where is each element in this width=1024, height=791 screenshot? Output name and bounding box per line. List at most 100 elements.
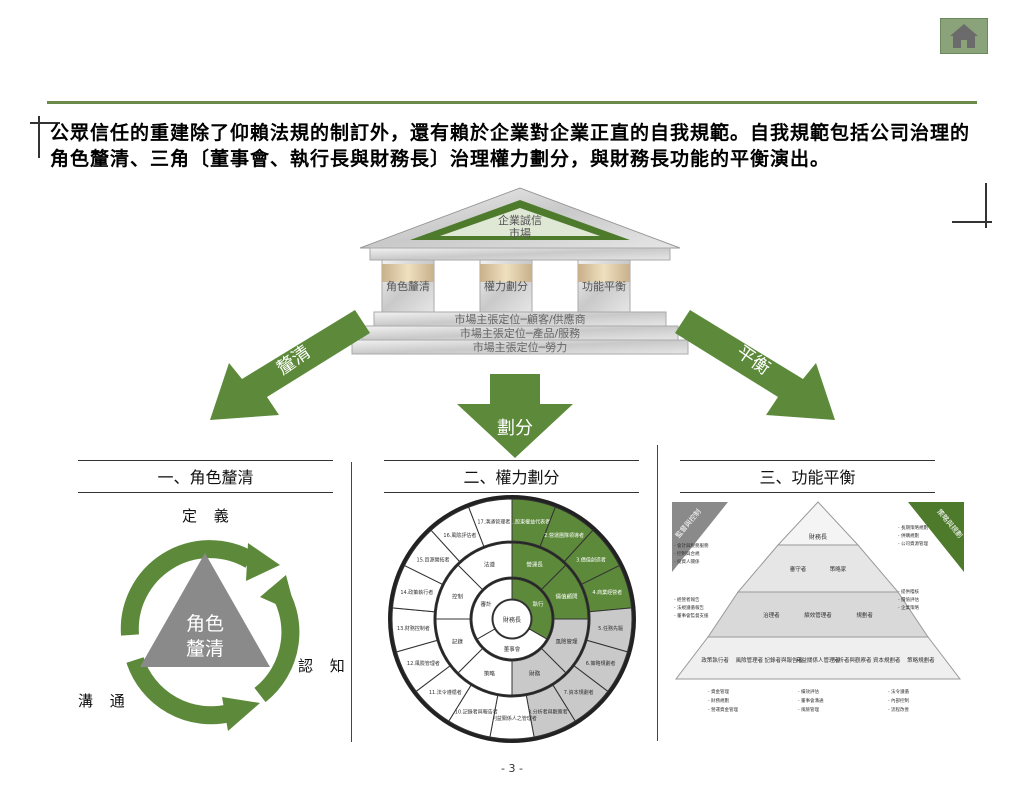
wheel-label-0-8: 9.利益關係人之管理者 [487, 715, 537, 722]
note-right-0: - 長期策略規劃 [898, 524, 929, 531]
pillar-label-1: 角色釐清 [386, 279, 430, 293]
divider-1 [351, 462, 352, 742]
wheel-label-2-2: 審計 [481, 600, 493, 608]
section-three-title: 三、功能平衡 [759, 468, 856, 487]
corner-right-triangle [908, 502, 964, 572]
step-label-2: 市場主張定位─產品/服務 [460, 326, 580, 340]
pyramid-cell-4-3: 利益關係人管理者 [796, 656, 841, 664]
label-communicate: 溝 通 [78, 692, 131, 710]
wheel-label-1-2: 風險管理 [556, 638, 579, 646]
pyramid-cell-3-2: 規劃者 [856, 611, 873, 619]
note-bottom-5: - 風險管理 [798, 706, 820, 713]
wheel-label-0-16: 17.溝通管理者 [477, 519, 510, 526]
wheel-label-1-4: 策略 [484, 670, 496, 678]
corner-mark-top-left [38, 116, 40, 158]
pyramid-cell-4-5: 資本規劃者 [873, 656, 901, 664]
cycle-diagram: 角色 釐清 [120, 540, 300, 731]
pyramid-cell-4-4: 分析者與觀察者 [833, 656, 872, 664]
wheel-label-1-1: 價值顧問 [556, 592, 579, 600]
pyramid-cell-2-0: 審守者 [790, 565, 807, 573]
note-bottom-4: - 董事會溝通 [798, 697, 824, 704]
pyramid-cell-4-1: 風險管理者 [736, 656, 764, 664]
corner-mark-top-left-h [30, 122, 60, 124]
note-bottom-0: - 資金管理 [708, 688, 730, 695]
wheel-label-0-7: 8.分析者與觀察者 [528, 708, 568, 715]
wheel-label-0-9: 10.記錄者與報告者 [455, 708, 498, 715]
wheel-label-0-11: 12.風險管理者 [407, 660, 440, 667]
note-bottom-6: - 法令遵循 [888, 688, 910, 695]
intro-paragraph: 公眾信任的重建除了仰賴法規的制訂外，還有賴於企業對企業正直的自我規範。自我規範包… [50, 122, 971, 170]
wheel-label-0-14: 15.資源開拓者 [417, 556, 450, 563]
note-bottom-3: - 績效評估 [798, 688, 820, 695]
section-one-title: 一、角色釐清 [157, 468, 254, 487]
corner-left-triangle [672, 502, 728, 572]
wheel-segment-2-2 [471, 578, 513, 640]
wheel-center-label: 財務長 [503, 616, 521, 624]
wheel-segment-1-7 [457, 542, 513, 591]
home-button[interactable] [940, 18, 988, 54]
corner-mark-right-h [952, 221, 992, 223]
function-pyramid: 監督與控制 策略與規劃 財務長 審守者策略家治理者績效管理者規劃者政策執行者風險… [672, 501, 965, 713]
section-two-title: 二、權力劃分 [463, 468, 560, 487]
wheel-label-0-1: 2.營運團隊領導者 [544, 532, 584, 539]
wheel-label-1-5: 記錄 [452, 638, 464, 646]
note-bottom-1: - 財務規劃 [708, 697, 730, 704]
wheel-label-0-12: 13.財務控制者 [397, 625, 430, 632]
note-right-2: - 公司資源管理 [898, 540, 929, 547]
note-left-5: - 董事會監督支援 [674, 612, 709, 619]
wheel-label-0-10: 11.法令遵循者 [429, 689, 462, 696]
wheel-label-0-0: 1.股東權益代表者 [510, 519, 550, 526]
pyramid-cell-3-0: 治理者 [763, 611, 780, 619]
pyramid-top: 財務長 [809, 533, 827, 541]
wheel-label-0-3: 4.商業經營者 [592, 589, 622, 596]
pyramid-cell-4-6: 策略規劃者 [907, 656, 935, 664]
note-left-2: - 投資人關係 [674, 558, 700, 565]
pyramid-cell-4-0: 政策執行者 [701, 656, 729, 664]
roof-line-2: 市場 [509, 226, 531, 240]
note-right-4: - 價值評估 [898, 596, 920, 603]
roof-line-1: 企業誠信 [498, 213, 542, 227]
divider-2 [657, 445, 658, 741]
note-right-3: - 提供稽核 [898, 588, 920, 595]
top-divider [47, 101, 977, 104]
wheel-label-1-6: 控制 [452, 592, 464, 600]
arrow-center-label: 劃分 [497, 418, 533, 439]
note-left-3: - 經營者報告 [674, 596, 700, 603]
page-number: - 3 - [501, 762, 523, 775]
wheel-label-1-0: 營運長 [526, 560, 543, 568]
wheel-label-1-7: 法遵 [484, 560, 496, 568]
wheel-label-0-2: 3.價值創造者 [576, 556, 606, 563]
label-recognize: 認 知 [298, 657, 351, 675]
wheel-label-0-15: 16.風險評估者 [443, 532, 476, 539]
label-define: 定 義 [182, 507, 235, 525]
center-text-1: 角色 [186, 613, 224, 635]
cycle-arc-3 [126, 656, 233, 725]
pillar-label-2: 權力劃分 [484, 279, 528, 293]
wheel-label-1-3: 財務 [529, 670, 541, 678]
note-left-1: - 控制與合規 [674, 550, 700, 557]
home-icon [950, 24, 978, 48]
note-right-5: - 企業策略 [898, 604, 920, 611]
temple-step-3 [351, 339, 689, 355]
temple-diagram: 企業誠信 市場 角色釐清 權力劃分 功能平衡 市場主張定位─顧客/供應商 市場主… [351, 187, 689, 355]
pyramid-cell-3-1: 績效管理者 [804, 611, 832, 619]
center-text-2: 釐清 [186, 638, 224, 660]
pyramid-cell-2-1: 策略家 [830, 565, 847, 573]
wheel-segment-0-16 [468, 498, 513, 547]
wheel-label-0-4: 5.任務先驅 [598, 625, 623, 632]
pillar-label-3: 功能平衡 [582, 279, 626, 293]
arrow-right: 平衡 [675, 310, 835, 420]
arrow-left: 釐清 [210, 310, 370, 420]
power-wheel: 1.股東權益代表者 2.營運團隊領導者 3.價值創造者 4.商業經營者 5.任務先驅 6.… [388, 495, 636, 743]
wheel-label-0-5: 6.策略規劃者 [586, 660, 616, 667]
note-left-0: - 會計與稅務服務 [674, 542, 709, 549]
step-label-3: 市場主張定位─勞力 [473, 340, 568, 354]
note-bottom-2: - 營運資金管理 [708, 706, 739, 713]
wheel-label-2-0: 執行 [532, 600, 544, 608]
pyramid-cell-4-2: 記錄者與報告者 [764, 656, 803, 664]
note-bottom-8: - 流程改善 [888, 706, 910, 713]
cycle-arc-1 [120, 540, 255, 636]
wheel-label-0-6: 7.資本規劃者 [564, 689, 594, 696]
arrow-center: 劃分 [457, 374, 573, 458]
note-left-4: - 法規遵循報告 [674, 604, 705, 611]
